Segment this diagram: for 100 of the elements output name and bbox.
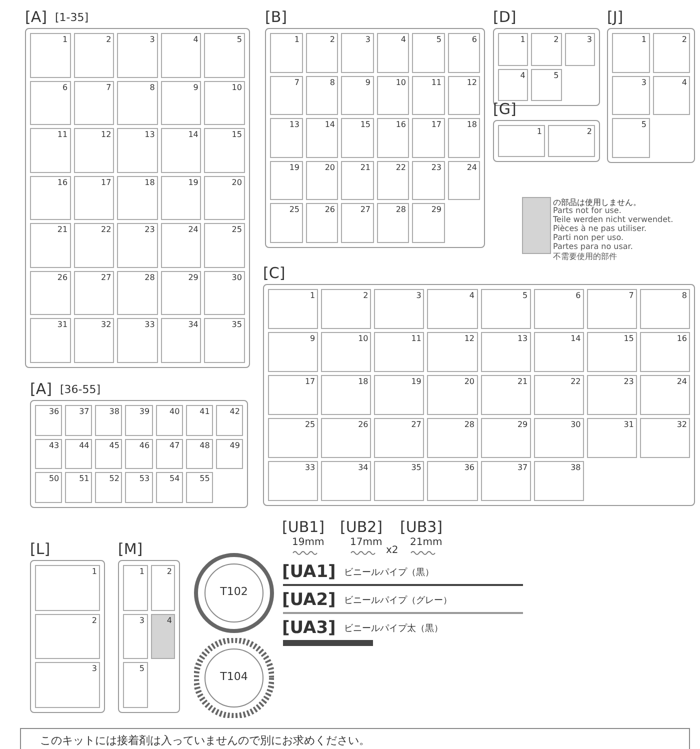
note-text: Parts not for use.: [553, 206, 622, 215]
part-slot: 5: [480, 289, 531, 329]
part-slot: 21: [30, 223, 71, 268]
part-slot: 8: [306, 76, 338, 116]
part-slot: 18: [321, 375, 372, 415]
part-slot: 5: [531, 68, 562, 101]
part-slot: 3: [341, 33, 374, 73]
part-slot: 3: [374, 289, 424, 329]
part-slot: 3: [123, 614, 148, 660]
part-slot: 42: [216, 405, 243, 436]
part-slot: 4: [498, 68, 528, 101]
tube-name: ビニールパイプ（グレー）: [344, 594, 452, 607]
part-slot: 52: [95, 472, 122, 503]
note-text: Partes para no usar.: [553, 242, 633, 251]
part-slot: 27: [374, 418, 424, 458]
part-slot: 25: [268, 418, 318, 458]
part-slot: 51: [65, 472, 92, 503]
part-slot: 21: [480, 375, 531, 415]
note-text: Teile werden nicht verwendet.: [553, 215, 674, 224]
part-slot: 14: [306, 118, 338, 158]
part-slot: 19: [374, 375, 424, 415]
part-slot: 11: [30, 128, 71, 173]
part-slot: 35: [204, 318, 245, 363]
part-slot: 2: [531, 33, 562, 66]
part-slot: 2: [35, 614, 100, 660]
part-slot: 13: [117, 128, 158, 173]
part-slot: 13: [270, 118, 302, 158]
part-slot: 21: [341, 160, 374, 200]
part-slot: 20: [204, 176, 245, 220]
part-slot: 11: [374, 332, 424, 372]
note-text: Parti non per uso.: [553, 233, 624, 242]
quantity-label: x2: [386, 545, 398, 556]
part-slot: 2: [306, 33, 338, 73]
part-slot: 35: [374, 461, 424, 501]
part-slot: 2: [74, 33, 114, 78]
sprue-letter: [A]: [30, 380, 52, 398]
part-slot: 4: [427, 289, 478, 329]
part-slot: 3: [612, 76, 650, 116]
part-slot: 37: [65, 405, 92, 436]
part-slot: 47: [156, 438, 183, 470]
tire-code: T104: [219, 670, 249, 683]
part-slot: 44: [65, 438, 92, 470]
part-slot: 4: [160, 33, 202, 78]
part-slot: 18: [448, 118, 480, 158]
part-slot: 6: [534, 289, 584, 329]
sprue-letter: [M]: [118, 540, 143, 558]
part-slot: 34: [321, 461, 372, 501]
part-slot: 3: [35, 662, 100, 708]
part-slot: 1: [30, 33, 71, 78]
tube-name: ビニールパイプ太（黒）: [344, 622, 443, 635]
part-slot: 7: [74, 80, 114, 126]
sprue-letter: [D]: [493, 8, 516, 26]
part-slot: 4: [376, 33, 409, 73]
part-slot: 4: [150, 614, 175, 660]
note-text: 不需要使用的部件: [553, 251, 617, 262]
legend-text: の部品は使用しません。: [553, 197, 641, 207]
part-slot: 41: [186, 405, 213, 436]
length-label: 21mm: [410, 537, 442, 548]
part-slot: 17: [412, 118, 444, 158]
part-slot: 1: [35, 565, 100, 611]
part-slot: 32: [640, 418, 690, 458]
part-slot: 5: [612, 118, 650, 158]
part-slot: 26: [306, 203, 338, 243]
part-slot: 3: [564, 33, 595, 66]
part-slot: 17: [74, 176, 114, 220]
part-slot: 38: [95, 405, 122, 436]
part-slot: 22: [534, 375, 584, 415]
part-slot: 29: [412, 203, 444, 243]
part-slot: 26: [30, 270, 71, 316]
part-slot: 32: [74, 318, 114, 363]
part-slot: 53: [125, 472, 153, 503]
part-slot: 23: [586, 375, 637, 415]
part-slot: 46: [125, 438, 153, 470]
part-slot: 4: [652, 76, 690, 116]
sprue-letter: [C]: [263, 264, 286, 282]
part-slot: 1: [498, 125, 545, 157]
part-slot: 22: [376, 160, 409, 200]
part-slot: 11: [412, 76, 444, 116]
part-slot: 23: [117, 223, 158, 268]
part-slot: 2: [652, 33, 690, 73]
part-slot: 7: [270, 76, 302, 116]
part-slot: 36: [427, 461, 478, 501]
part-slot: 7: [586, 289, 637, 329]
part-slot: 1: [498, 33, 528, 66]
part-slot: 55: [186, 472, 213, 503]
part-slot: 30: [204, 270, 245, 316]
part-code: [UB3]: [400, 518, 443, 536]
part-slot: 1: [268, 289, 318, 329]
part-slot: 45: [95, 438, 122, 470]
part-slot: 28: [427, 418, 478, 458]
part-slot: 27: [341, 203, 374, 243]
part-slot: 5: [412, 33, 444, 73]
part-slot: 1: [270, 33, 302, 73]
part-slot: 15: [204, 128, 245, 173]
part-slot: 12: [448, 76, 480, 116]
part-slot: 26: [321, 418, 372, 458]
sprue-letter: [A]: [25, 8, 47, 26]
part-slot: 54: [156, 472, 183, 503]
part-slot: 18: [117, 176, 158, 220]
part-slot: 39: [125, 405, 153, 436]
